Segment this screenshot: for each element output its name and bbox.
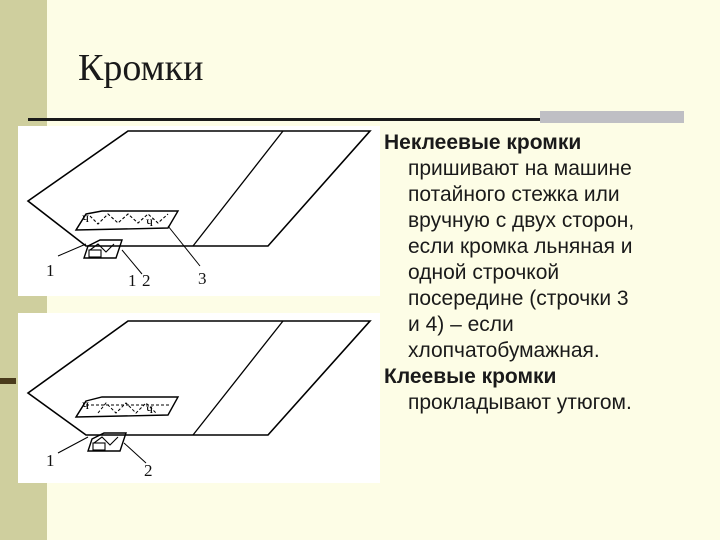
- body-non-adhesive-line-7: и 4) – если: [408, 313, 514, 336]
- svg-text:ч: ч: [82, 398, 89, 413]
- heading-non-adhesive-edges: Неклеевые кромки: [384, 131, 582, 154]
- figure-bottom-label-2: 2: [144, 461, 153, 480]
- svg-text:ч: ч: [146, 215, 153, 230]
- svg-text:1: 1: [128, 271, 137, 290]
- body-non-adhesive-line-3: вручную с двух сторон,: [408, 209, 635, 232]
- body-non-adhesive-line-2: потайного стежка или: [408, 183, 620, 206]
- body-non-adhesive-line-1: пришивают на машине: [408, 157, 632, 180]
- body-adhesive-line-1: прокладывают утюгом.: [408, 391, 632, 414]
- figure-top-label-2: 2: [142, 271, 151, 290]
- figure-top-label-3: 3: [198, 269, 207, 288]
- body-non-adhesive-line-5: одной строчкой: [408, 261, 560, 284]
- body-non-adhesive-line-8: хлопчатобумажная.: [408, 339, 600, 362]
- left-decor-accent: [0, 378, 16, 384]
- body-non-adhesive-line-6: посередине (строчки 3: [408, 287, 629, 310]
- edge-diagram-bottom: ч ч 1 2: [18, 313, 380, 483]
- edge-diagram-top: ч ч 1 1 2 3: [18, 126, 380, 296]
- svg-text:ч: ч: [82, 211, 89, 226]
- content-text: Неклеевые кромки пришивают на машине пот…: [384, 130, 714, 416]
- figure-top-label-1: 1: [46, 261, 55, 280]
- body-non-adhesive-line-4: если кромка льняная и: [408, 235, 633, 258]
- slide-title: Кромки: [78, 47, 204, 89]
- svg-text:ч: ч: [146, 402, 153, 417]
- title-underline: [28, 118, 542, 121]
- title-accent-block: [540, 111, 684, 123]
- figure-bottom-label-1: 1: [46, 451, 55, 470]
- heading-adhesive-edges: Клеевые кромки: [384, 365, 557, 388]
